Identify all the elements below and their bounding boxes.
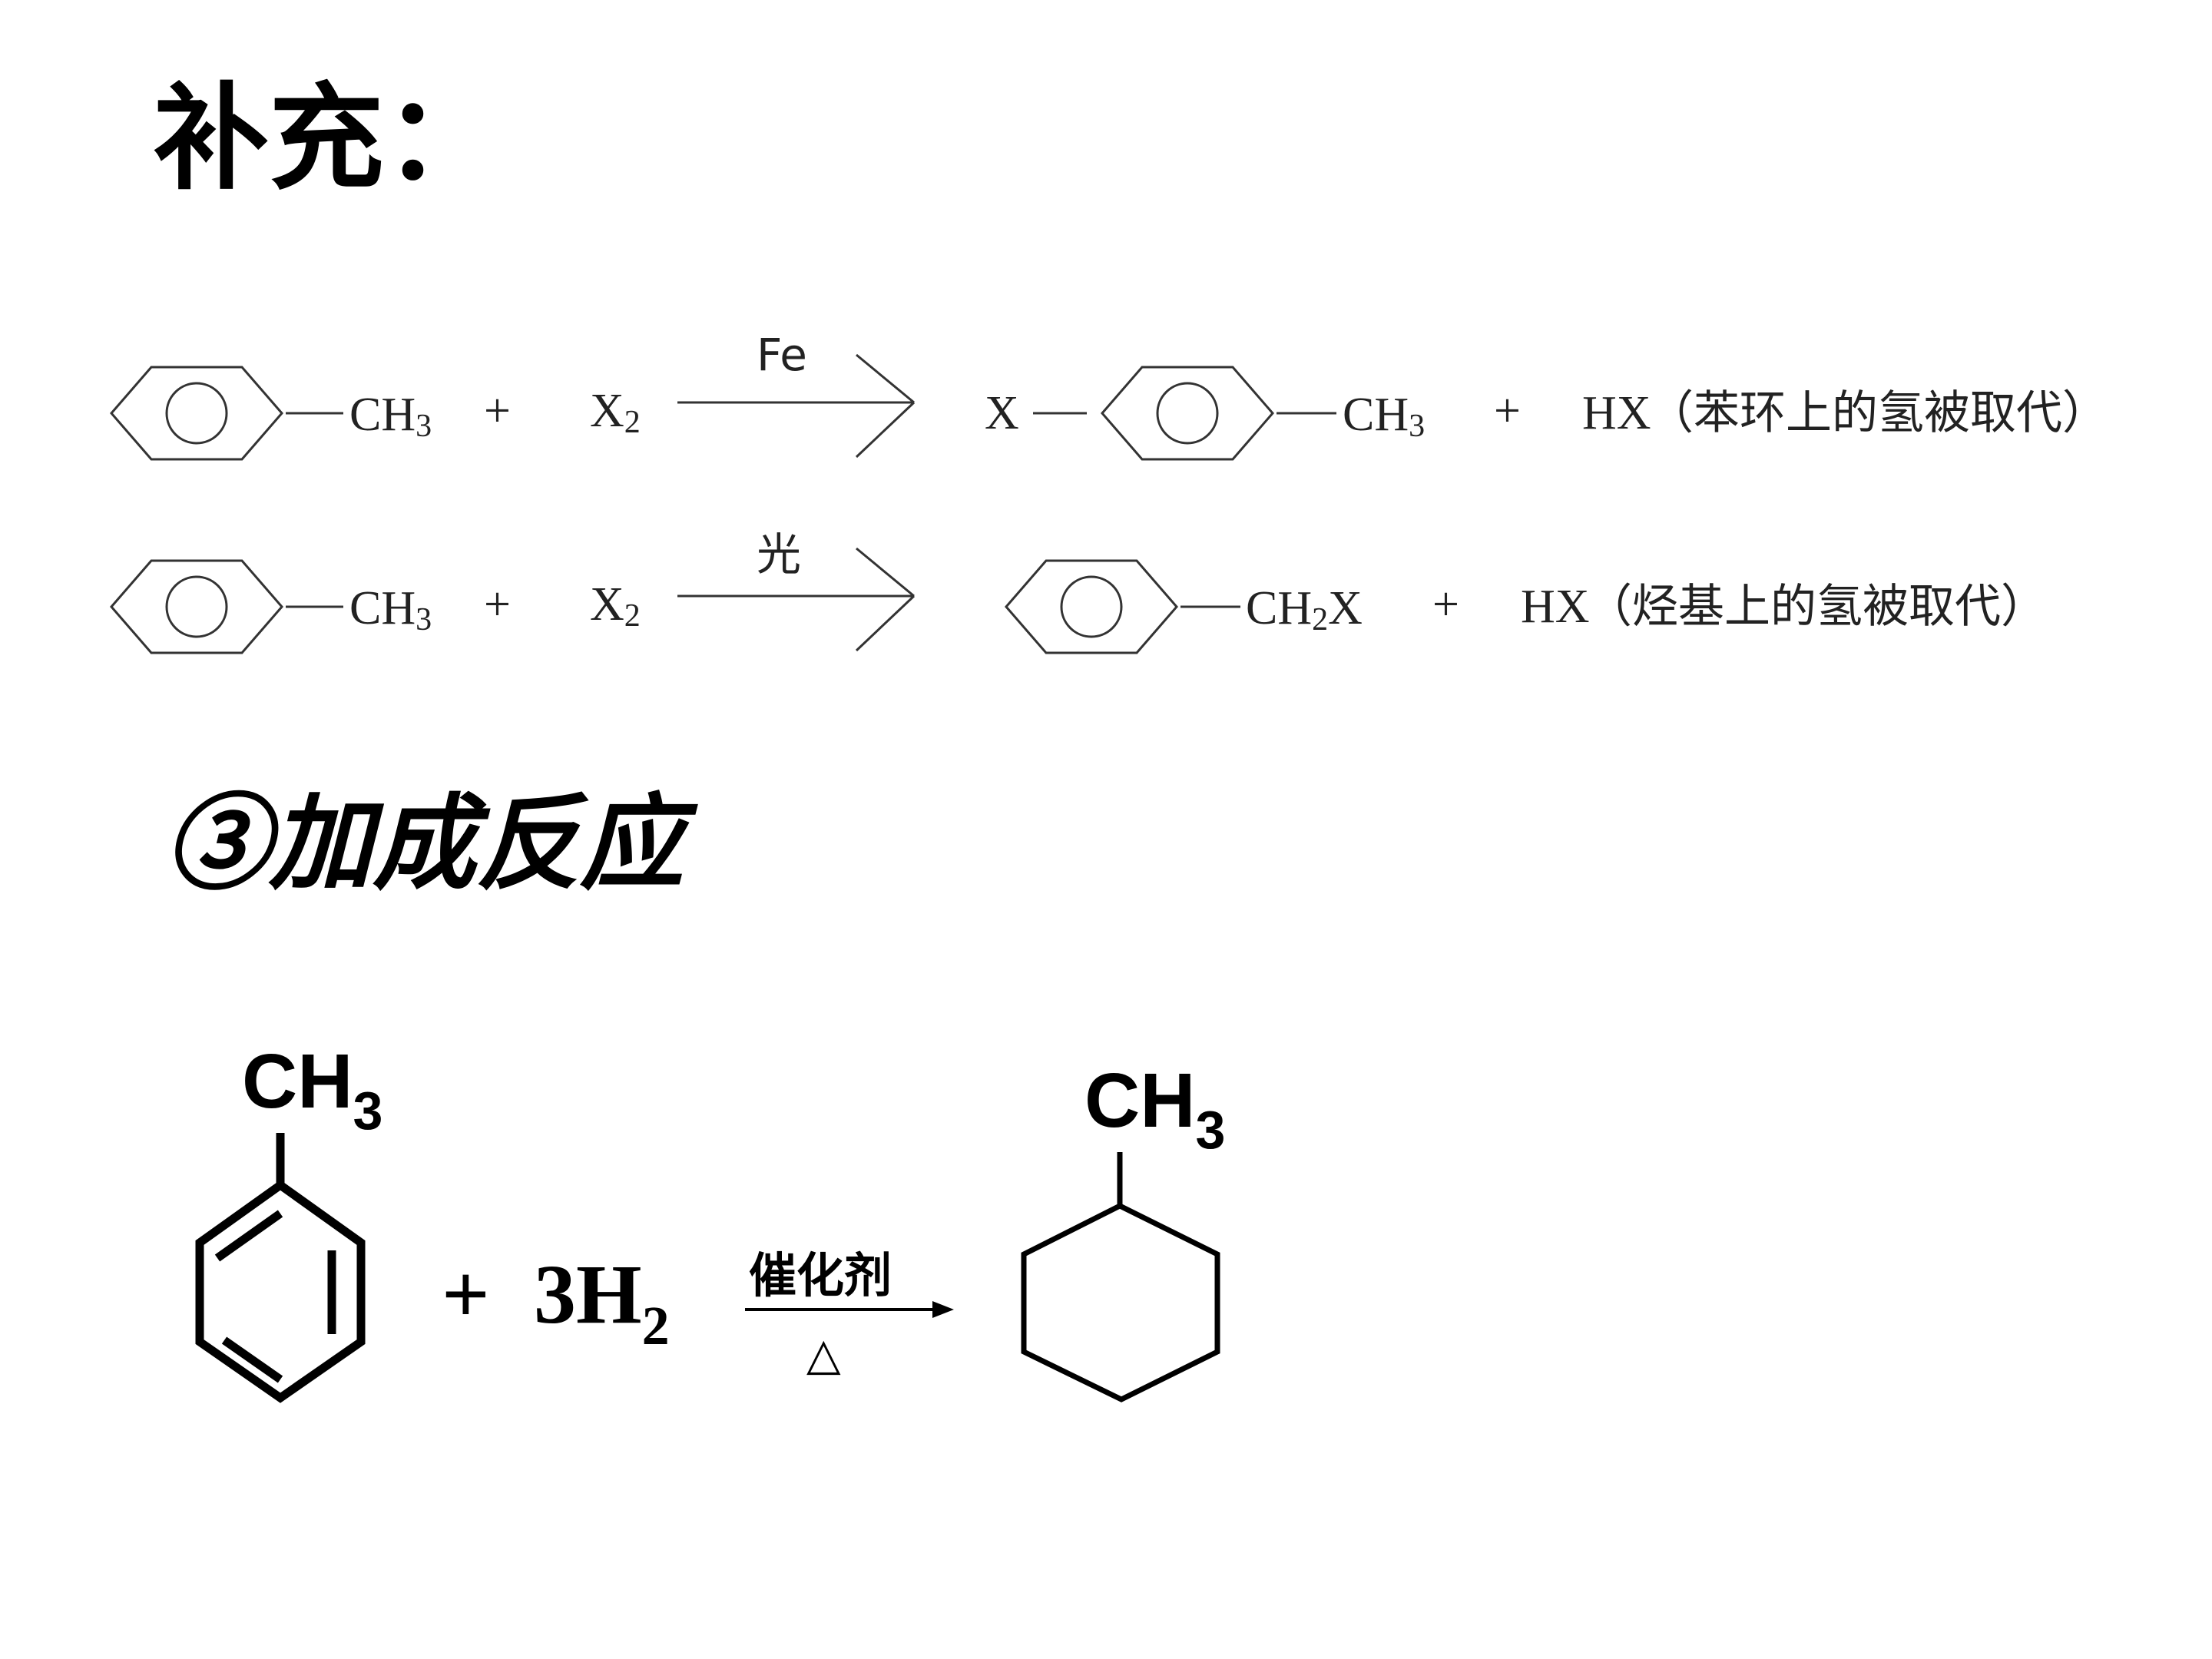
- reaction-note: （苯环上的氢被取代）: [1647, 386, 2108, 440]
- byproduct: HX: [1521, 581, 1590, 633]
- reagent: X2: [590, 385, 641, 440]
- reagent: 3H2: [534, 1247, 670, 1356]
- methyl-group: CH3: [1084, 1058, 1225, 1160]
- reagent: X2: [590, 578, 641, 634]
- benzene-ring: [1005, 559, 1178, 654]
- substituent-group: CH3: [349, 582, 432, 637]
- substituent-group: CH2X: [1246, 582, 1363, 637]
- heat-symbol: △: [806, 1328, 841, 1380]
- substituent-group: CH3: [1343, 389, 1425, 444]
- section-title: ③加成反应: [165, 782, 684, 904]
- reaction-condition: 光: [757, 528, 801, 581]
- reaction-arrow: [677, 547, 916, 652]
- benzene-ring: [110, 366, 283, 461]
- plus-sign: +: [1494, 385, 1521, 437]
- slide-title: 补充：: [154, 71, 500, 206]
- byproduct: HX: [1582, 387, 1651, 439]
- plus-sign: +: [484, 385, 511, 437]
- reaction-arrow: [677, 353, 916, 459]
- catalyst-label: 催化剂: [749, 1247, 892, 1303]
- reaction-arrow: [745, 1301, 954, 1318]
- product-prefix: X: [985, 387, 1019, 439]
- reaction-condition: Fe: [757, 329, 807, 381]
- reaction-note: （烃基上的氢被取代）: [1586, 580, 2047, 634]
- benzene-ring: [195, 1180, 366, 1403]
- benzene-ring: [110, 559, 283, 654]
- plus-sign: +: [442, 1247, 490, 1341]
- plus-sign: +: [1432, 578, 1459, 631]
- benzene-ring: [1101, 366, 1274, 461]
- substituent-group: CH3: [349, 389, 432, 444]
- plus-sign: +: [484, 578, 511, 631]
- methyl-group: CH3: [242, 1038, 382, 1141]
- reaction-1: CH3 + X2 Fe X CH3 + HX （苯环上的氢被取代）: [110, 329, 2108, 461]
- reaction-2: CH3 + X2 光 CH2X + HX （烃基上的氢被取代）: [110, 528, 2047, 654]
- reaction-3: CH3 + 3H2 催化剂 △ CH3: [195, 1038, 1225, 1403]
- cyclohexane-ring: [1021, 1203, 1220, 1402]
